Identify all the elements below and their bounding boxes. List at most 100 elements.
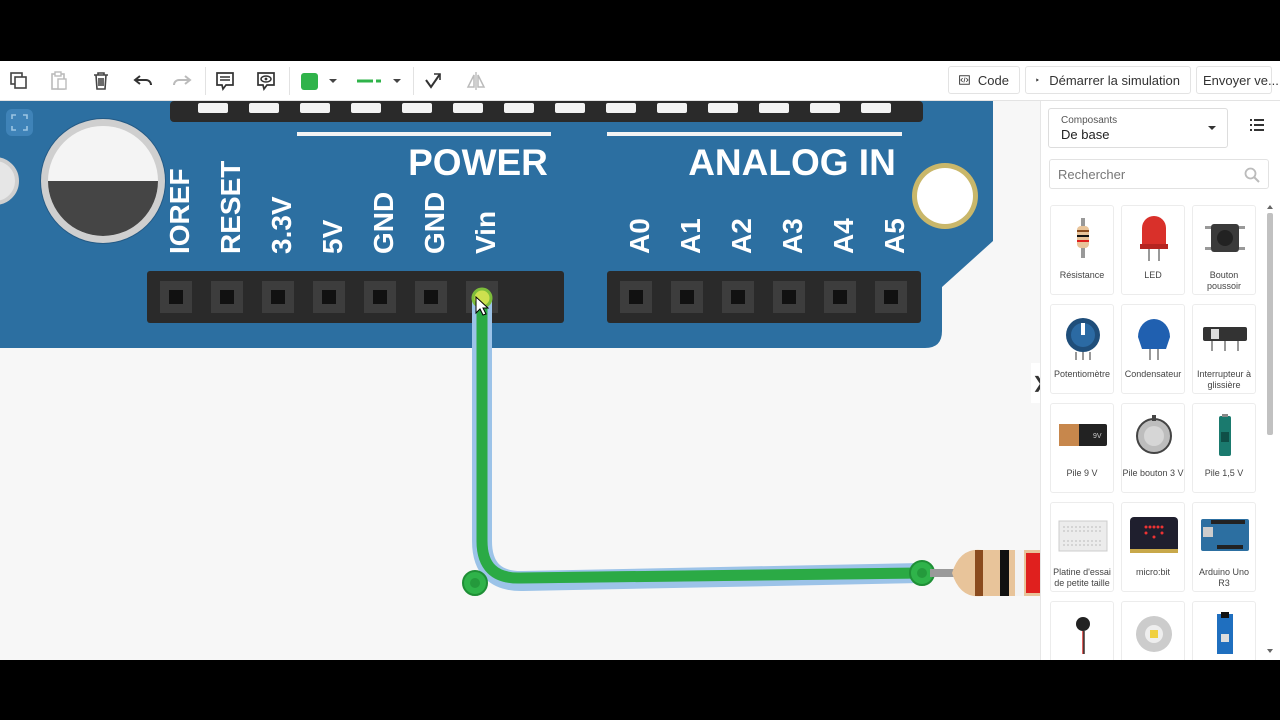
arduino-icon [1201, 519, 1249, 551]
toolbar: Code Démarrer la simulation Envoyer ve..… [0, 61, 1280, 101]
analog-pin-label: A1 [675, 218, 706, 254]
visibility-button[interactable] [251, 65, 281, 97]
component-tile[interactable]: Résistance [1050, 205, 1114, 295]
component-tile[interactable]: micro:bit [1121, 502, 1185, 592]
component-tile[interactable]: Platine d'essai de petite taille [1050, 502, 1114, 592]
component-tile[interactable]: Condensateur [1121, 304, 1185, 394]
play-icon [1036, 78, 1039, 82]
start-simulation-button[interactable]: Démarrer la simulation [1025, 66, 1191, 94]
delete-button[interactable] [86, 65, 116, 97]
note-button[interactable] [210, 65, 240, 97]
chevron-down-icon [1208, 126, 1216, 130]
power-pin-label: IOREF [164, 168, 195, 254]
components-panel: Composants De base Rechercher Résistance… [1040, 101, 1280, 660]
eye-icon [257, 72, 275, 91]
component-tile[interactable]: Bouton poussoir [1192, 205, 1256, 295]
send-button[interactable]: Envoyer ve... [1196, 66, 1279, 94]
toolbar-divider [413, 67, 414, 95]
component-tile[interactable] [1192, 601, 1256, 660]
component-tile[interactable] [1121, 601, 1185, 660]
component-label: Bouton poussoir [1206, 270, 1242, 291]
mouse-cursor [475, 295, 490, 316]
dropdown-caption: Composants [1061, 115, 1118, 126]
coin-battery-icon [1136, 415, 1172, 454]
power-pin-label: 5V [317, 219, 348, 254]
component-tile[interactable]: Interrupteur à glissière [1192, 304, 1256, 394]
battery-aa-icon [1219, 414, 1231, 456]
component-label: micro:bit [1135, 567, 1170, 577]
component-label: Interrupteur à glissière [1196, 369, 1252, 390]
wire-type-icon [357, 79, 381, 83]
component-tile[interactable]: Potentiomètre [1050, 304, 1114, 394]
list-view-button[interactable] [1247, 115, 1267, 135]
power-pin-label: 3.3V [266, 196, 297, 254]
wire [476, 298, 923, 584]
undo-icon [133, 75, 152, 86]
svg-text:9V: 9V [1093, 433, 1102, 440]
capacitor-icon [1138, 319, 1170, 360]
rotate-button[interactable] [418, 65, 448, 97]
light-sensor-icon [1136, 616, 1172, 652]
search-icon [1244, 167, 1260, 183]
flip-icon [466, 72, 486, 90]
power-pin-label: Vin [470, 211, 501, 254]
wire-color-swatch [300, 72, 318, 90]
power-pin-label: RESET [215, 161, 246, 254]
redo-button[interactable] [167, 65, 197, 97]
slide-switch-icon [1203, 327, 1247, 351]
analog-pin-label: A4 [828, 218, 859, 254]
potentiometer-icon [1066, 318, 1100, 360]
rotate-icon [425, 73, 441, 89]
component-label: Potentiomètre [1053, 369, 1111, 379]
resistor-icon [1077, 218, 1089, 258]
vibration-motor-icon [1076, 617, 1090, 654]
code-button[interactable]: Code [948, 66, 1020, 94]
analog-pin-label: A0 [624, 218, 655, 254]
chevron-down-icon [393, 79, 401, 83]
search-input[interactable]: Rechercher [1049, 159, 1269, 189]
component-tile[interactable] [1050, 601, 1114, 660]
toolbar-divider [289, 67, 290, 95]
redo-icon [173, 75, 192, 86]
code-label: Code [977, 72, 1009, 88]
fit-view-icon [6, 109, 33, 136]
copy-button[interactable] [4, 65, 34, 97]
toolbar-divider [205, 67, 206, 95]
panel-scrollbar[interactable] [1265, 101, 1275, 656]
app-window: Code Démarrer la simulation Envoyer ve..… [0, 61, 1280, 660]
wire-color-dropdown[interactable] [294, 65, 346, 97]
sensor-module-icon [1217, 612, 1233, 654]
component-label: Arduino Uno R3 [1198, 567, 1250, 588]
flip-button[interactable] [461, 65, 491, 97]
trash-icon [94, 72, 108, 90]
component-tile[interactable]: Pile bouton 3 V [1121, 403, 1185, 493]
undo-button[interactable] [128, 65, 158, 97]
component-tile[interactable]: Arduino Uno R3 [1192, 502, 1256, 592]
analog-header [607, 271, 921, 323]
led-icon [1140, 216, 1168, 261]
pushbutton-icon [1205, 224, 1245, 252]
analog-heading: ANALOG IN [688, 142, 896, 183]
components-dropdown[interactable]: Composants De base [1048, 108, 1228, 148]
resistor-component [930, 549, 1040, 597]
digital-header-pins [198, 103, 891, 113]
paste-button[interactable] [44, 65, 74, 97]
paste-icon [51, 71, 67, 90]
start-simulation-label: Démarrer la simulation [1049, 72, 1180, 88]
search-placeholder: Rechercher [1058, 167, 1126, 182]
wire-type-dropdown[interactable] [352, 65, 408, 97]
component-label: Platine d'essai de petite taille [1053, 567, 1111, 588]
send-label: Envoyer ve... [1203, 72, 1279, 88]
note-icon [216, 72, 234, 91]
component-label: Résistance [1059, 270, 1105, 280]
component-tile[interactable]: LED [1121, 205, 1185, 295]
component-label: Pile 1,5 V [1204, 468, 1244, 478]
component-tile[interactable]: Pile 1,5 V [1192, 403, 1256, 493]
chevron-down-icon [328, 79, 337, 83]
component-label: Pile bouton 3 V [1122, 468, 1184, 478]
component-label: LED [1144, 270, 1162, 280]
list-icon [1250, 119, 1264, 131]
power-pin-label: GND [419, 192, 450, 254]
